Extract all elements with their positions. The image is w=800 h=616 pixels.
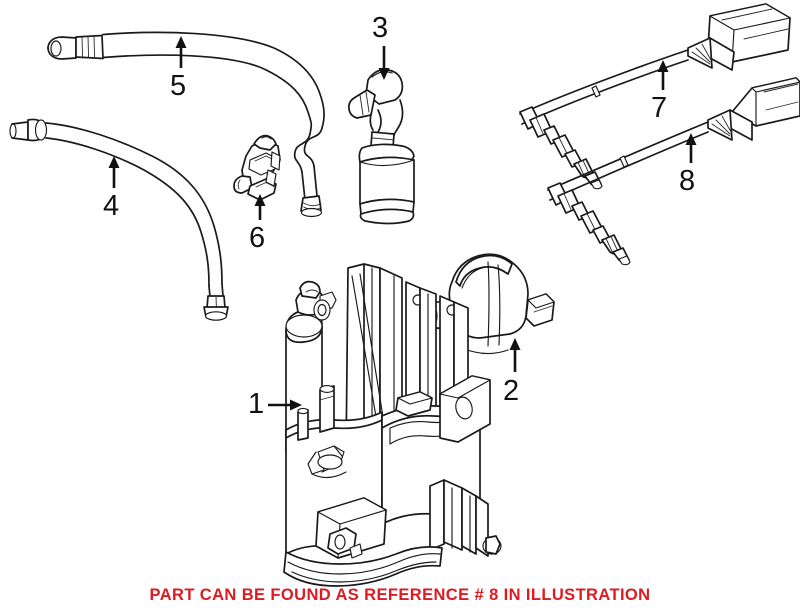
part-1-evap-charcoal-canister bbox=[283, 263, 502, 587]
callout-arrow-8 bbox=[685, 133, 697, 163]
part-8-oxygen-sensor-downstream bbox=[547, 77, 800, 266]
part-5-vapor-hose-upper bbox=[47, 31, 325, 218]
callout-arrow-4 bbox=[108, 156, 120, 188]
callout-number-6: 6 bbox=[249, 222, 266, 254]
callout-arrow-1 bbox=[268, 399, 302, 411]
callout-number-5: 5 bbox=[170, 70, 187, 102]
callout-arrow-6 bbox=[254, 194, 266, 220]
callout-number-1: 1 bbox=[248, 388, 265, 420]
callout-number-8: 8 bbox=[679, 165, 696, 197]
part-6-hose-retaining-clip bbox=[233, 134, 281, 201]
callout-number-3: 3 bbox=[372, 12, 389, 44]
callout-arrow-3 bbox=[378, 46, 390, 80]
part-7-oxygen-sensor-upstream bbox=[519, 3, 791, 190]
callout-number-4: 4 bbox=[103, 190, 120, 222]
callout-number-2: 2 bbox=[503, 375, 520, 407]
part-3-vapor-canister bbox=[348, 68, 415, 225]
callout-arrow-2 bbox=[509, 338, 521, 372]
part-4-vapor-hose-lower bbox=[9, 118, 229, 321]
callout-number-7: 7 bbox=[651, 92, 668, 124]
callout-arrow-5 bbox=[175, 36, 187, 68]
callout-arrows bbox=[108, 36, 697, 411]
callout-arrow-7 bbox=[657, 60, 669, 90]
reference-caption: PART CAN BE FOUND AS REFERENCE # 8 IN IL… bbox=[149, 586, 651, 604]
